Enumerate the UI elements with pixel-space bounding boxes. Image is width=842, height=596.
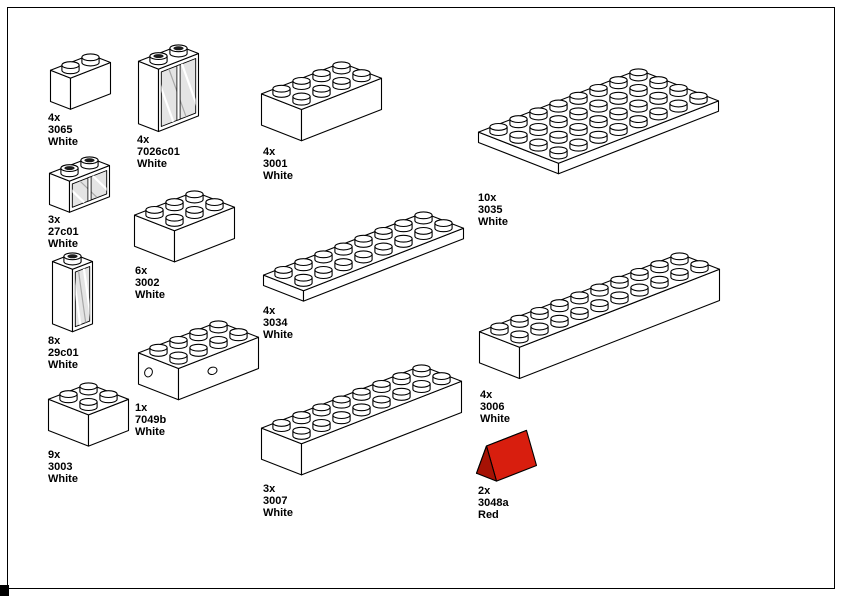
part-image-3048a: [475, 429, 538, 482]
part-color: White: [137, 158, 167, 170]
part-image-7026c01: [137, 44, 200, 133]
part-color: White: [263, 329, 293, 341]
part-number: 3035: [478, 204, 503, 216]
part-qty: 4x: [480, 389, 493, 401]
part-image-29c01: [51, 252, 94, 333]
part-qty: 9x: [48, 449, 61, 461]
part-qty: 4x: [263, 146, 276, 158]
part-color: White: [48, 238, 78, 250]
part-number: 3003: [48, 461, 73, 473]
part-qty: 3x: [48, 214, 61, 226]
page-corner-mark: [0, 585, 9, 596]
part-color: White: [135, 426, 165, 438]
part-qty: 2x: [478, 485, 491, 497]
part-color: White: [48, 136, 78, 148]
part-qty: 1x: [135, 402, 148, 414]
part-number: 3065: [48, 124, 73, 136]
part-color: White: [480, 413, 510, 425]
part-color: White: [48, 473, 78, 485]
part-color: White: [263, 170, 293, 182]
part-number: 3001: [263, 158, 288, 170]
part-color: White: [263, 507, 293, 519]
part-number: 27c01: [48, 226, 79, 238]
part-qty: 10x: [478, 192, 497, 204]
part-image-3007: [260, 364, 463, 476]
part-number: 3034: [263, 317, 288, 329]
part-image-3001: [260, 61, 383, 142]
part-number: 3006: [480, 401, 505, 413]
part-number: 3007: [263, 495, 288, 507]
part-color: White: [48, 359, 78, 371]
part-image-3002: [133, 190, 236, 263]
part-color: White: [135, 289, 165, 301]
part-image-3003: [47, 382, 130, 447]
part-image-3034: [262, 211, 465, 302]
part-color: Red: [478, 509, 499, 521]
part-image-3035: [477, 68, 720, 175]
part-qty: 3x: [263, 483, 276, 495]
part-number: 7049b: [135, 414, 167, 426]
part-image-7049b: [137, 320, 260, 401]
part-number: 3048a: [478, 497, 509, 509]
part-number: 3002: [135, 277, 160, 289]
part-number: 29c01: [48, 347, 79, 359]
part-image-3065: [49, 53, 112, 110]
part-image-3006: [478, 252, 721, 380]
part-image-27c01: [48, 156, 111, 213]
part-qty: 4x: [48, 112, 61, 124]
part-qty: 8x: [48, 335, 61, 347]
part-qty: 4x: [263, 305, 276, 317]
part-number: 7026c01: [137, 146, 180, 158]
part-qty: 6x: [135, 265, 148, 277]
page-border-frame: [7, 7, 835, 589]
part-color: White: [478, 216, 508, 228]
part-qty: 4x: [137, 134, 150, 146]
